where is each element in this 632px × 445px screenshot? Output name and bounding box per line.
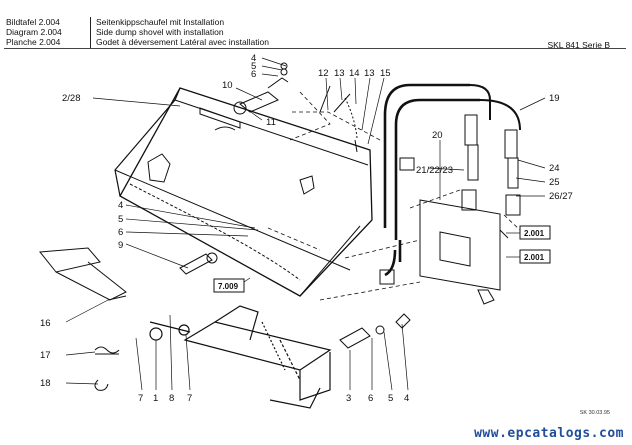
callout-label: 1 [153,393,158,404]
model-label: SKL 841 Serie B [547,40,610,50]
callout-label: 4 [404,393,409,404]
header-rule [4,48,626,49]
callout-label: 9 [118,240,123,251]
diagram-title-block: Seitenkippschaufel mit Installation Side… [96,17,269,47]
left-side-parts-drawing [39,247,127,391]
ref-box-2001-a-label: 2.001 [524,229,545,238]
pivot-pin-top-drawing [233,62,289,115]
callout-label: 17 [40,350,51,361]
valve-bracket-drawing [419,199,509,305]
hydraulic-hoses-drawing [383,83,521,277]
callout-label: 10 [222,80,233,91]
callout-label: 12 [318,68,329,79]
callout-label: 13 [364,68,375,79]
revision-stamp: SK 30.03.95 [579,410,610,416]
callout-label: 24 [549,163,560,174]
callout-label: 20 [432,130,443,141]
callout-label: 16 [40,318,51,329]
ref-box-2001-b [519,249,551,264]
pivot-pin-bottom-drawing [339,313,411,349]
dump-bucket-drawing [114,87,373,297]
callout-numbers: 4 5 6 10 11 12 13 14 13 15 19 2/28 20 21… [40,53,573,404]
diagram-title-fr: Godet à déversement Latéral avec install… [96,37,269,47]
lower-frame-drawing [149,305,332,409]
callout-label: 14 [349,68,360,79]
callout-label: 7 [138,393,143,404]
callout-leader-lines [65,57,546,391]
callout-label: 21/22/23 [416,165,453,176]
locking-pin-chain-drawing [319,85,358,153]
callout-label: 25 [549,177,560,188]
callout-label: 15 [380,68,391,79]
callout-label: 6 [118,227,123,238]
diagram-number-en: Diagram 2.004 [6,27,62,37]
header-divider [90,17,91,48]
callout-label: 3 [346,393,351,404]
watermark: www.epcatalogs.com [474,426,624,441]
side-pin-drawing [179,252,218,275]
diagram-number-block: Bildtafel 2.004 Diagram 2.004 Planche 2.… [6,17,62,47]
ref-box-7009 [213,278,245,293]
callout-label: 13 [334,68,345,79]
callout-label: 2/28 [62,93,81,104]
diagram-number-fr: Planche 2.004 [6,37,61,47]
callout-label: 19 [549,93,560,104]
callout-label: 18 [40,378,51,389]
callout-label: 7 [187,393,192,404]
callout-label: 8 [169,393,174,404]
reference-boxes: 2.001 2.001 7.009 [213,225,551,293]
callout-label: 11 [266,117,276,128]
assembly-lines [267,91,521,301]
callout-label: 5 [388,393,393,404]
ref-box-2001-a [519,225,551,240]
callout-label: 6 [251,69,256,80]
callout-label: 5 [251,61,256,72]
diagram-title-en: Side dump shovel with installation [96,27,224,37]
callout-label: 26/27 [549,191,573,202]
diagram-number-de: Bildtafel 2.004 [6,17,60,27]
hose-fittings-drawing [379,114,521,285]
callout-label: 6 [368,393,373,404]
callout-label: 5 [118,214,123,225]
ref-box-7009-label: 7.009 [218,282,239,291]
diagram-title-de: Seitenkippschaufel mit Installation [96,17,225,27]
callout-label: 4 [118,200,123,211]
callout-label: 4 [251,53,256,64]
ref-box-2001-b-label: 2.001 [524,253,545,262]
